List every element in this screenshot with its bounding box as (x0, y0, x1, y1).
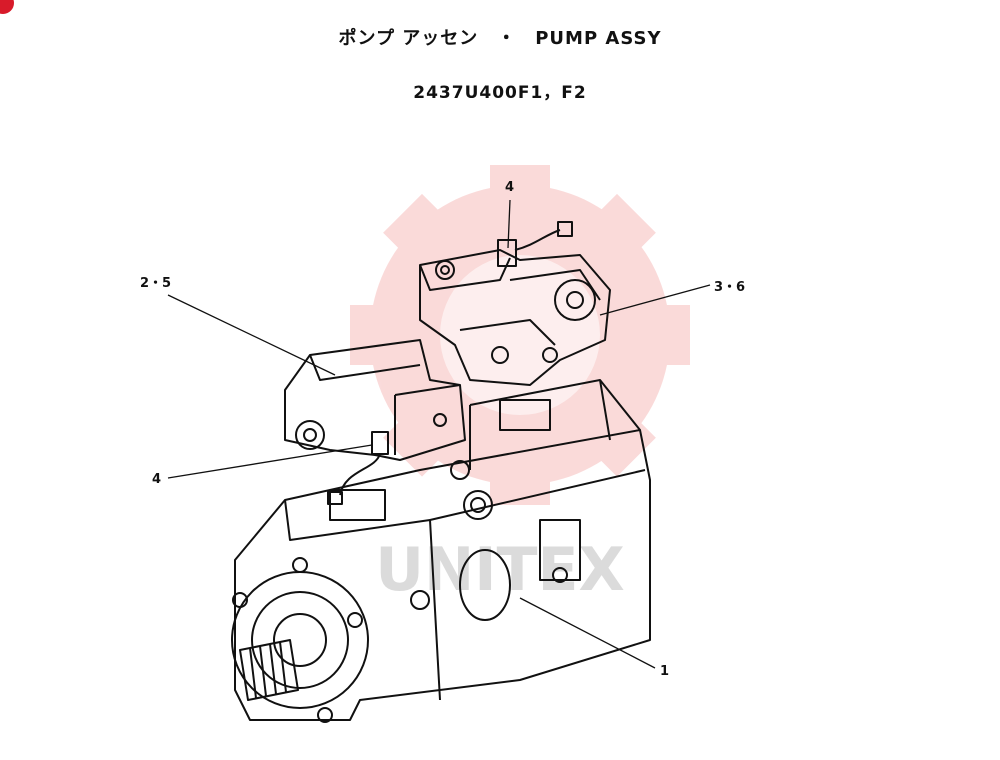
left-regulator (284, 339, 466, 461)
top-port (499, 399, 551, 431)
callout-3-6: 3・6 (714, 280, 746, 295)
leader-3-6 (599, 284, 711, 316)
watermark-text: UNITEX (375, 535, 624, 605)
callout-2-5: 2・5 (140, 276, 172, 291)
callout-1: 1 (660, 664, 670, 679)
leader-4-left (167, 444, 373, 479)
part-number: 2437U400F1，F2 (413, 83, 587, 103)
eye-bolt (463, 490, 493, 520)
top-solenoid (497, 239, 517, 267)
page-title: ポンプ アッセン ・ PUMP ASSY (338, 28, 662, 49)
leader-lines (167, 199, 711, 669)
leader-1 (519, 597, 656, 669)
corner-logo-fragment (0, 0, 14, 14)
leader-2-5 (167, 294, 336, 376)
callout-4-top: 4 (505, 180, 515, 195)
leader-4-top (507, 199, 511, 249)
callout-4-left: 4 (152, 472, 162, 487)
watermark-gear-hole (440, 255, 600, 415)
side-port (459, 549, 511, 621)
drive-shaft (239, 639, 299, 701)
pump-drawing (231, 221, 651, 723)
